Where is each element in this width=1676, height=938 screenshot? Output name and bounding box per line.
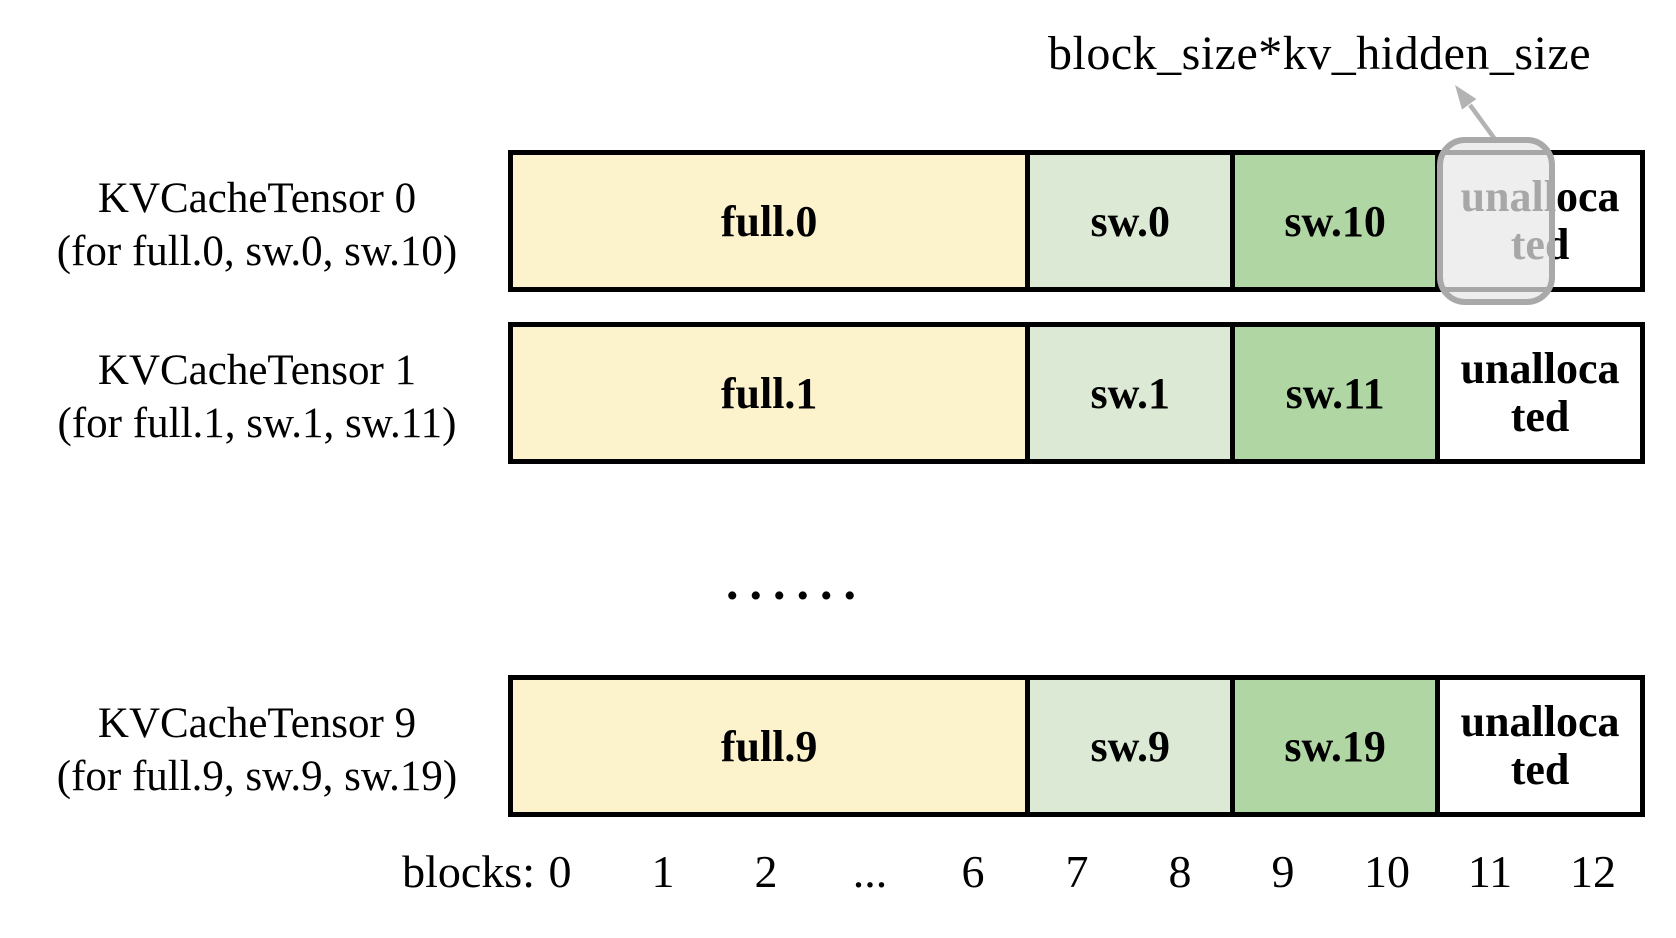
axis-tick: 8 — [1168, 846, 1192, 897]
full-attention-segment: full.1 — [513, 327, 1026, 459]
sliding-window-segment-2: sw.19 — [1230, 680, 1436, 812]
sliding-window-segment: sw.9 — [1025, 680, 1231, 812]
row-title: KVCacheTensor 1 — [97, 347, 417, 394]
axis-tick: 1 — [651, 846, 675, 897]
row-label-0: KVCacheTensor 0 (for full.0, sw.0, sw.10… — [6, 172, 508, 279]
axis-tick: 2 — [754, 846, 778, 897]
row-subtitle: (for full.0, sw.0, sw.10) — [56, 228, 458, 276]
axis-tick: 11 — [1467, 846, 1513, 897]
annotation-arrow-icon — [1455, 85, 1499, 144]
full-attention-segment: full.9 — [513, 680, 1026, 812]
row-label-1: KVCacheTensor 1 (for full.1, sw.1, sw.11… — [6, 344, 508, 451]
axis-tick: 9 — [1271, 846, 1295, 897]
sliding-window-segment: sw.0 — [1025, 155, 1231, 287]
axis-tick: 10 — [1364, 846, 1410, 897]
axis-tick: ... — [852, 846, 888, 897]
sliding-window-segment-2: sw.11 — [1230, 327, 1436, 459]
unallocated-segment: unalloca ted — [1435, 680, 1640, 812]
rows-ellipsis: ...... — [726, 554, 867, 610]
kvcache-tensor-row-1: full.1 sw.1 sw.11 unalloca ted — [508, 322, 1645, 464]
row-title: KVCacheTensor 9 — [97, 700, 417, 747]
unallocated-segment: unalloca ted — [1435, 327, 1640, 459]
row-title: KVCacheTensor 0 — [97, 175, 417, 222]
annotation-label: block_size*kv_hidden_size — [1048, 27, 1592, 80]
row-subtitle: (for full.9, sw.9, sw.19) — [56, 753, 458, 801]
axis-tick: 0 — [548, 846, 572, 897]
sliding-window-segment: sw.1 — [1025, 327, 1231, 459]
block-size-highlight — [1437, 137, 1555, 305]
axis-tick: 12 — [1570, 846, 1616, 897]
axis-tick: 7 — [1065, 846, 1089, 897]
kvcache-tensor-row-0: full.0 sw.0 sw.10 unalloca ted — [508, 137, 1645, 305]
blocks-axis-label: blocks: — [402, 846, 535, 897]
axis-tick: 6 — [961, 846, 985, 897]
row-label-9: KVCacheTensor 9 (for full.9, sw.9, sw.19… — [6, 697, 508, 804]
row-subtitle: (for full.1, sw.1, sw.11) — [57, 400, 457, 448]
full-attention-segment: full.0 — [513, 155, 1026, 287]
sliding-window-segment-2: sw.10 — [1230, 155, 1436, 287]
kvcache-tensor-row-9: full.9 sw.9 sw.19 unalloca ted — [508, 675, 1645, 817]
